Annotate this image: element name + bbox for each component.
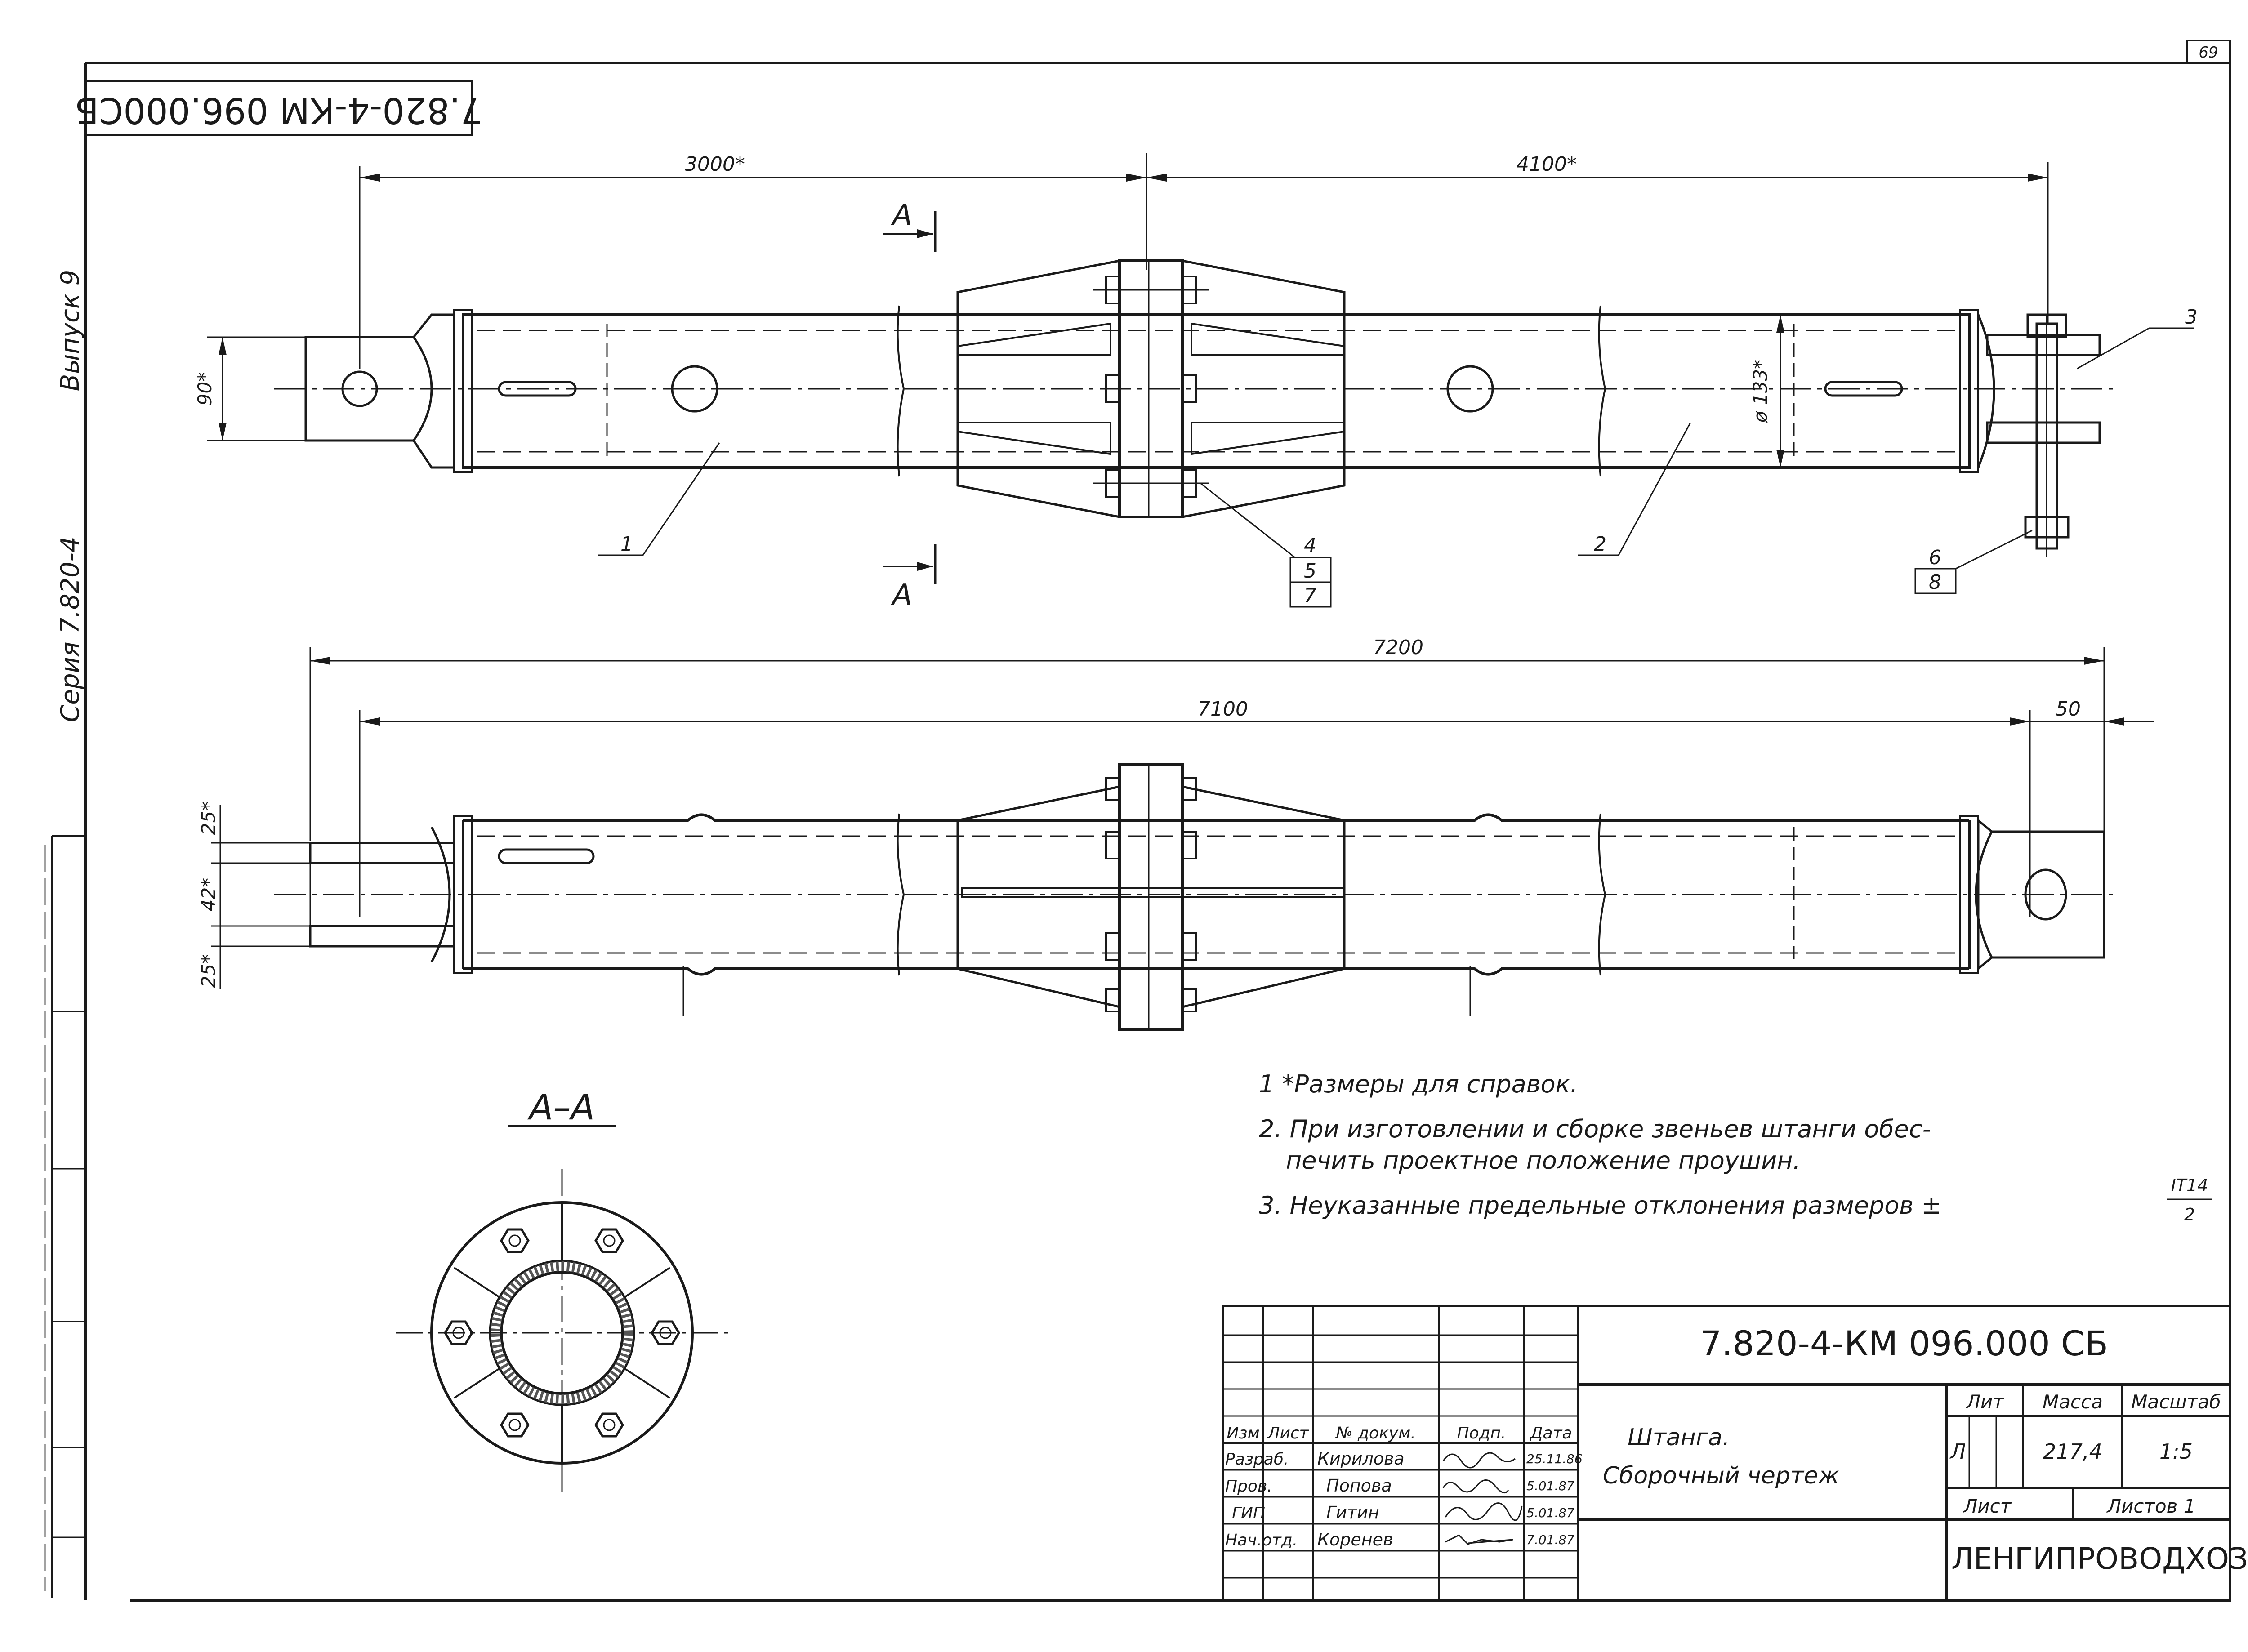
lit-label: Лит bbox=[1965, 1391, 2004, 1413]
approval-strip bbox=[44, 835, 85, 1598]
scale-value: 1:5 bbox=[2159, 1439, 2193, 1464]
doc-code-rotated: 7.820-4-КМ 096.000СБ bbox=[75, 90, 482, 130]
row-role: Пров. bbox=[1225, 1477, 1272, 1496]
dim-42: 42* bbox=[197, 878, 219, 911]
top-view bbox=[207, 153, 2194, 608]
title-block-rows: Разраб. Кирилова 25.11.86 Пров. Попова 5… bbox=[1225, 1449, 1583, 1550]
pos-6: 6 bbox=[1929, 546, 1941, 569]
head-izm: Изм bbox=[1227, 1424, 1259, 1443]
note-2-line2: печить проектное положение проушин. bbox=[1286, 1146, 1801, 1175]
sheets-label: Листов 1 bbox=[2106, 1495, 2196, 1517]
title-block-code: 7.820-4-КМ 096.000 СБ bbox=[1700, 1323, 2108, 1363]
pos-5: 5 bbox=[1304, 560, 1316, 583]
issue-label: Выпуск 9 bbox=[56, 270, 85, 391]
signatures bbox=[1442, 1452, 1523, 1545]
dim-25-bottom: 25* bbox=[197, 954, 219, 988]
note-3-tolerance-den: 2 bbox=[2184, 1205, 2195, 1225]
dim-50: 50 bbox=[2056, 698, 2081, 721]
sheet-number: 69 bbox=[2199, 44, 2218, 62]
item-name-line2: Сборочный чертеж bbox=[1603, 1462, 1839, 1489]
organization: ЛЕНГИПРОВОДХОЗ bbox=[1951, 1541, 2248, 1576]
section-title: А–А bbox=[527, 1087, 595, 1128]
row-name: Коренев bbox=[1317, 1530, 1393, 1550]
note-3: 3. Неуказанные предельные отклонения раз… bbox=[1259, 1191, 1942, 1220]
scale-label: Масштаб bbox=[2131, 1391, 2221, 1413]
row-date: 25.11.86 bbox=[1526, 1452, 1583, 1466]
row-role: Нач.отд. bbox=[1225, 1531, 1298, 1550]
head-sign: Подп. bbox=[1457, 1424, 1506, 1443]
doc-code-box bbox=[84, 80, 473, 136]
section-mark-top: А bbox=[891, 199, 912, 232]
note-2-line1: 2. При изготовлении и сборке звеньев шта… bbox=[1259, 1115, 1931, 1143]
pos-3: 3 bbox=[2185, 306, 2198, 329]
row-date: 7.01.87 bbox=[1526, 1532, 1574, 1547]
lit-value: Л bbox=[1949, 1439, 1966, 1464]
dim-90: 90* bbox=[194, 372, 216, 405]
pos-7: 7 bbox=[1304, 584, 1316, 607]
section-mark-bottom: А bbox=[891, 579, 912, 612]
bottom-view bbox=[211, 647, 2154, 1031]
row-name: Попова bbox=[1326, 1476, 1392, 1496]
note-1: 1 *Размеры для справок. bbox=[1259, 1070, 1578, 1098]
head-date: Дата bbox=[1529, 1424, 1572, 1443]
section-a-a bbox=[396, 1169, 728, 1497]
row-name: Гитин bbox=[1326, 1503, 1379, 1523]
pos-2: 2 bbox=[1594, 533, 1606, 556]
item-name-line1: Штанга. bbox=[1628, 1424, 1730, 1451]
mass-value: 217,4 bbox=[2043, 1439, 2102, 1464]
row-role: Разраб. bbox=[1225, 1450, 1289, 1469]
dim-4100: 4100* bbox=[1517, 153, 1577, 176]
pos-8: 8 bbox=[1929, 571, 1941, 594]
row-date: 5.01.87 bbox=[1526, 1505, 1574, 1520]
dim-diameter: ø 133* bbox=[1749, 360, 1771, 423]
row-date: 5.01.87 bbox=[1526, 1478, 1574, 1493]
dim-7200: 7200 bbox=[1373, 636, 1423, 659]
pos-1: 1 bbox=[620, 533, 633, 556]
row-role: ГИП bbox=[1232, 1504, 1265, 1523]
dim-3000: 3000* bbox=[685, 153, 745, 176]
mass-label: Масса bbox=[2043, 1391, 2103, 1413]
dim-25-top: 25* bbox=[197, 802, 219, 835]
pos-4: 4 bbox=[1304, 534, 1316, 557]
dim-7100: 7100 bbox=[1198, 698, 1248, 721]
head-list: Лист bbox=[1267, 1424, 1309, 1443]
note-3-tolerance-num: IT14 bbox=[2171, 1176, 2208, 1195]
notes: 1 *Размеры для справок. 2. При изготовле… bbox=[1259, 1070, 2212, 1225]
row-name: Кирилова bbox=[1317, 1449, 1405, 1469]
title-block bbox=[1222, 1305, 2231, 1602]
series-label: Серия 7.820-4 bbox=[56, 536, 85, 722]
head-doc: № докум. bbox=[1335, 1424, 1415, 1443]
sheet-label: Лист bbox=[1963, 1495, 2012, 1517]
